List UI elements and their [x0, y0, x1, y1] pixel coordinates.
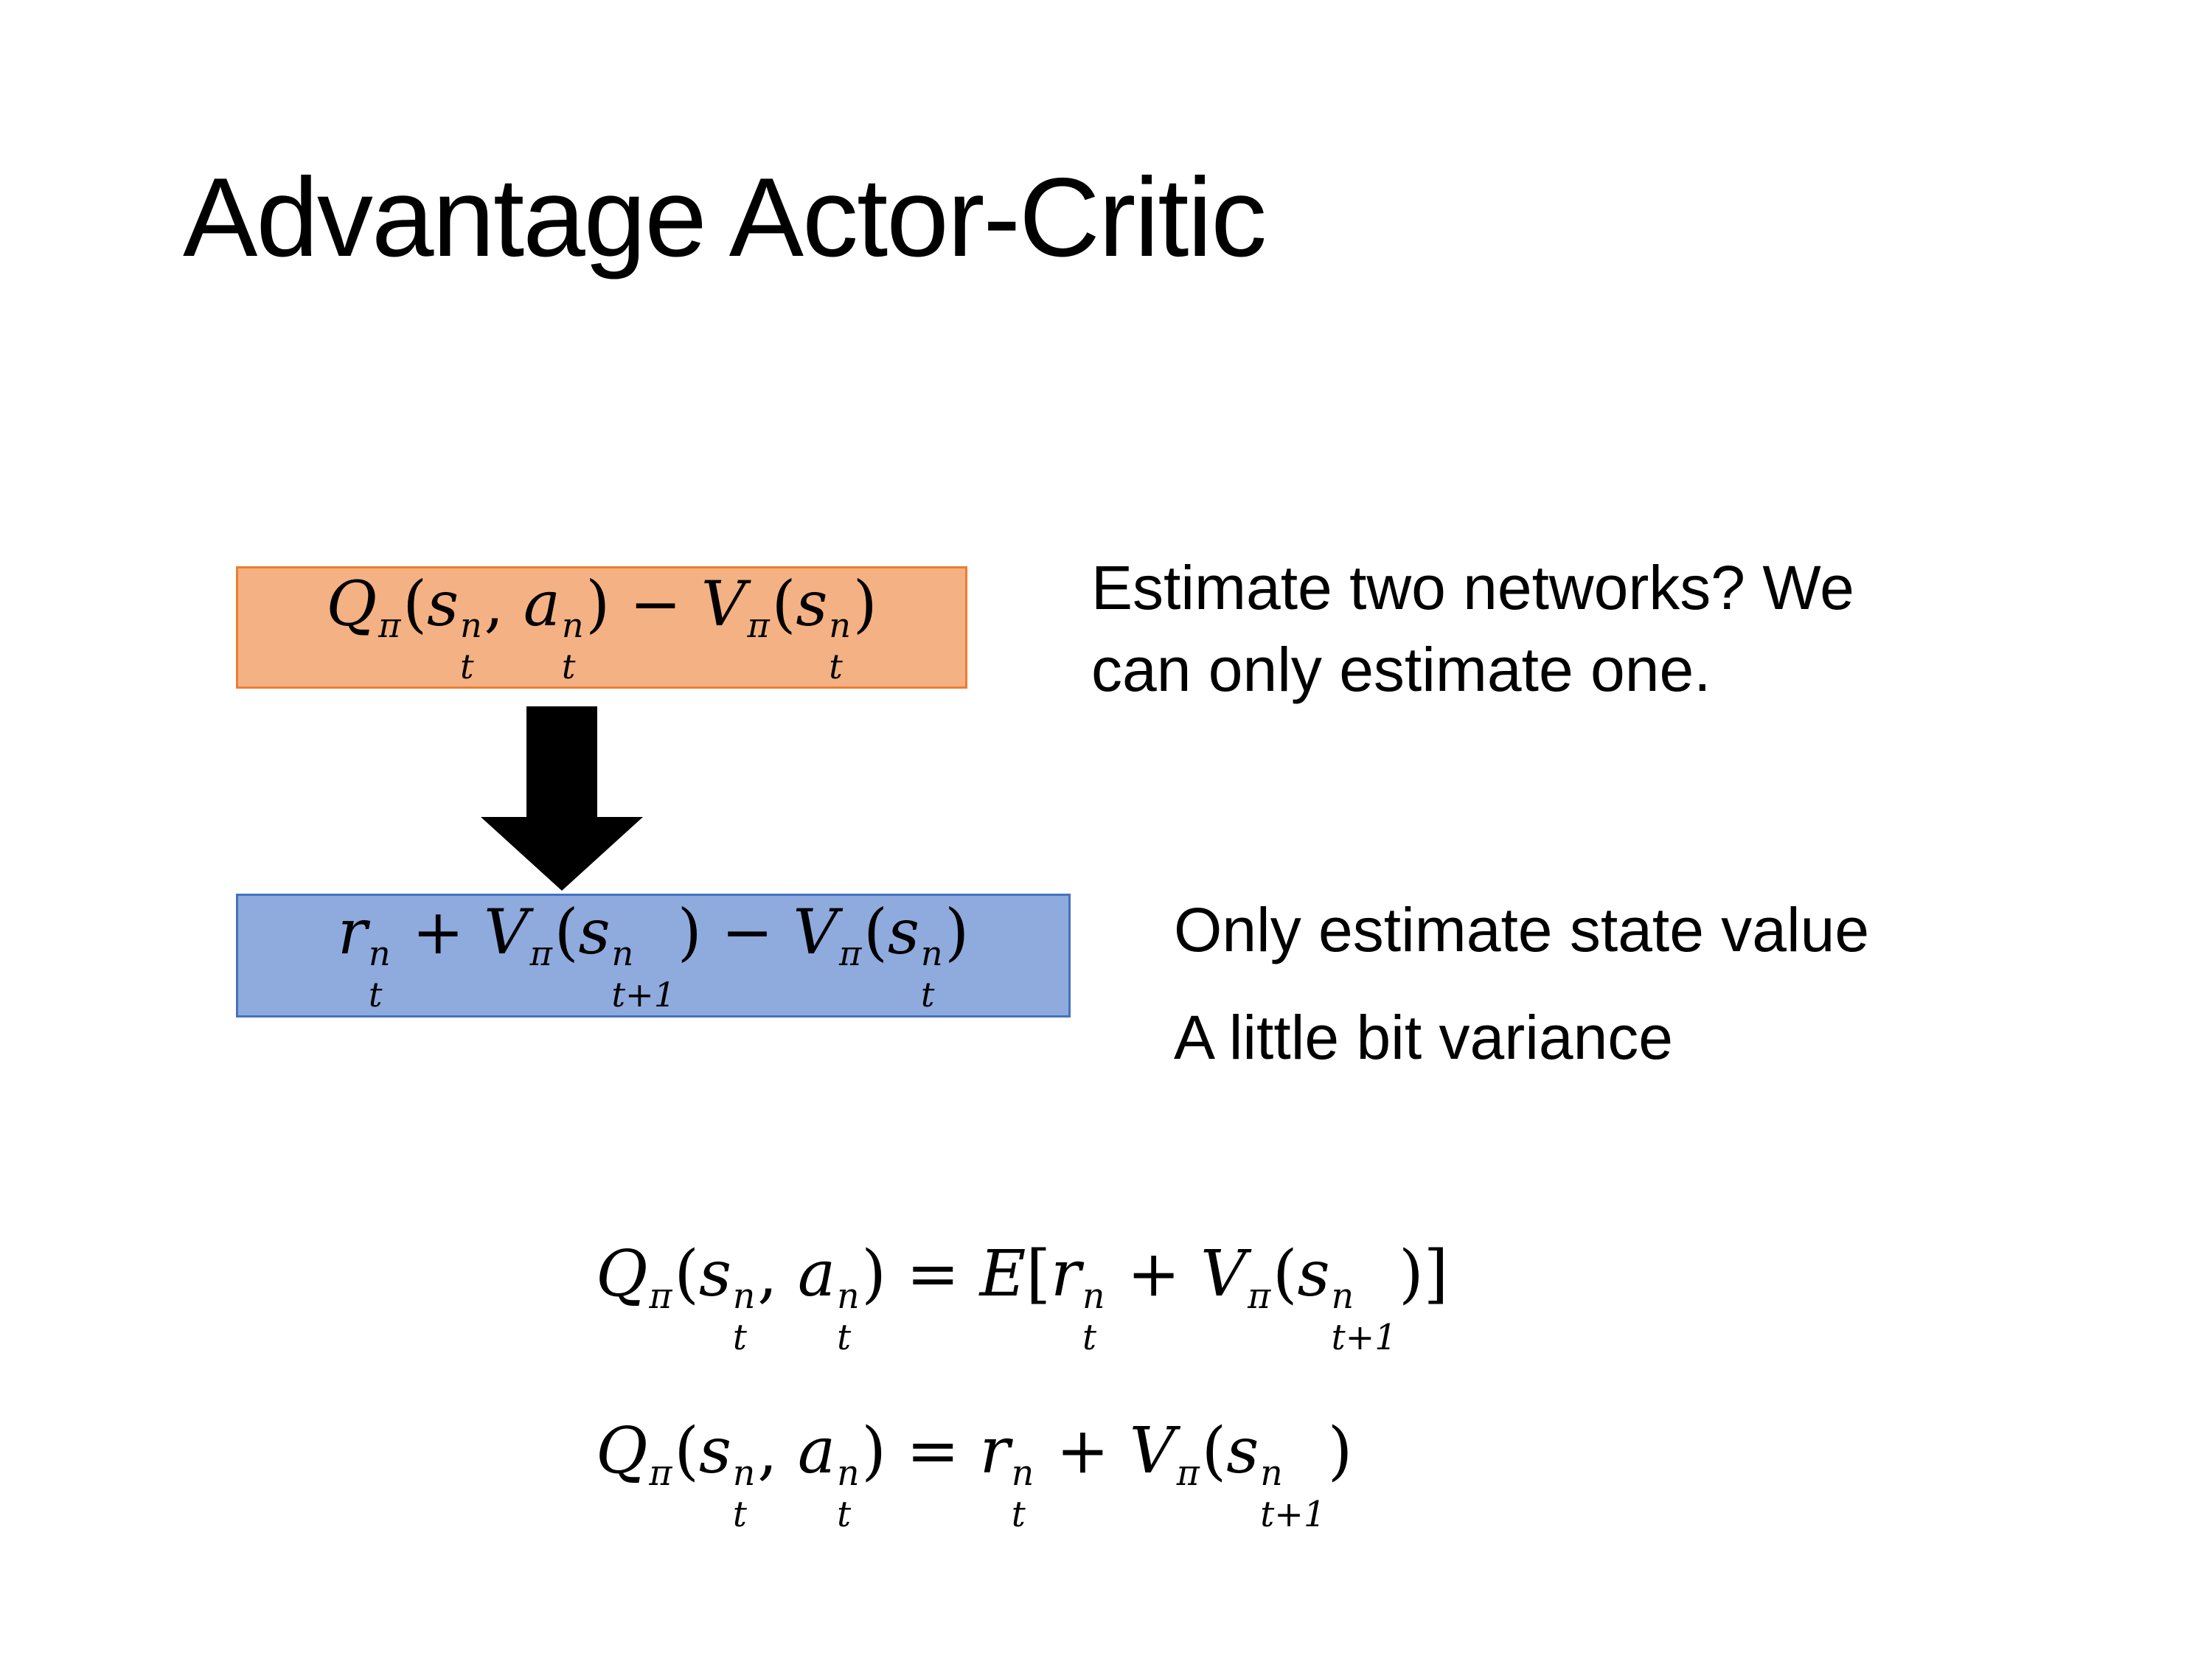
slide-title: Advantage Actor-Critic: [183, 155, 1267, 280]
note-estimate-two-networks: Estimate two networks? We can only estim…: [1091, 553, 1854, 704]
note-a-little-bit-variance: A little bit variance: [1174, 1003, 1674, 1072]
note-only-estimate-state-value: Only estimate state value: [1174, 895, 1870, 964]
down-arrow-icon: [481, 706, 643, 891]
